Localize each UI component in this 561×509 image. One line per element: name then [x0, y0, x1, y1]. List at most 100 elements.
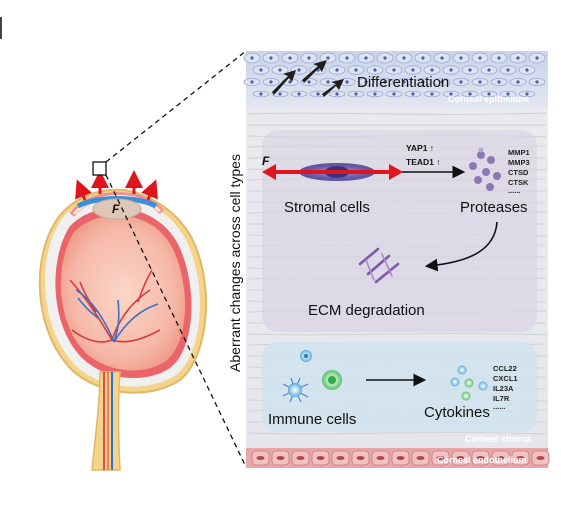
epithelial-nucleus: [487, 92, 491, 96]
eye-illustration: [38, 161, 207, 471]
immune-cells-label: Immune cells: [268, 411, 357, 428]
endothelium-cells: [251, 450, 550, 466]
epithelial-nucleus: [297, 92, 301, 96]
side-label: Aberrant changes across cell types: [227, 154, 243, 372]
stroma-fiber: [247, 432, 547, 435]
epithelial-nucleus: [278, 68, 282, 72]
epithelial-nucleus: [506, 92, 510, 96]
immune-cell-group: [282, 350, 342, 403]
endothelial-nucleus: [436, 456, 445, 460]
endothelial-nucleus: [356, 456, 365, 460]
epithelial-nucleus: [506, 68, 510, 72]
epithelial-nucleus: [297, 68, 301, 72]
protease-ctsk: CTSK: [508, 178, 529, 187]
epithelial-nucleus: [487, 68, 491, 72]
protease-molecules: [469, 147, 501, 191]
epithelial-nucleus: [459, 56, 463, 60]
epithelial-nucleus: [278, 92, 282, 96]
cytokines-label: Cytokines: [424, 404, 490, 421]
cytokine-more: ......: [493, 402, 506, 411]
cytokine-cxcl1: CXCL1: [493, 374, 518, 383]
epithelial-nucleus: [259, 92, 263, 96]
epithelial-nucleus: [525, 92, 529, 96]
epithelial-nucleus: [250, 80, 254, 84]
cytokine-il23a: IL23A: [493, 384, 514, 393]
signal-tead1: TEAD1 ↑: [406, 157, 441, 167]
epithelial-nucleus: [307, 56, 311, 60]
epithelium-layer-label: Corneal epithelium: [448, 94, 530, 104]
epithelial-nucleus: [535, 80, 539, 84]
epithelial-nucleus: [383, 80, 387, 84]
epithelial-nucleus: [392, 68, 396, 72]
epithelial-nucleus: [430, 92, 434, 96]
epithelial-nucleus: [497, 56, 501, 60]
epithelial-nucleus: [326, 80, 330, 84]
endothelial-nucleus: [396, 456, 405, 460]
signal-yap1: YAP1 ↑: [406, 143, 435, 153]
epithelial-nucleus: [478, 80, 482, 84]
epithelial-nucleus: [354, 92, 358, 96]
endothelial-nucleus: [336, 456, 345, 460]
epithelial-nucleus: [402, 56, 406, 60]
epithelial-nucleus: [345, 56, 349, 60]
proteases-label: Proteases: [460, 199, 528, 216]
ecm-fragments: [358, 247, 400, 284]
epithelial-nucleus: [497, 80, 501, 84]
cytokine-ccl22: CCL22: [493, 364, 517, 373]
endothelial-nucleus: [416, 456, 425, 460]
epithelial-nucleus: [516, 56, 520, 60]
epithelial-nucleus: [316, 92, 320, 96]
eye-force-label: F: [112, 202, 120, 216]
epithelial-nucleus: [468, 68, 472, 72]
epithelial-nucleus: [459, 80, 463, 84]
zoom-line-top: [105, 50, 247, 163]
epithelial-nucleus: [535, 56, 539, 60]
epithelial-nucleus: [364, 80, 368, 84]
endothelial-nucleus: [516, 456, 525, 460]
endothelial-nucleus: [496, 456, 505, 460]
epithelial-nucleus: [411, 68, 415, 72]
epithelial-nucleus: [516, 80, 520, 84]
epithelial-nucleus: [392, 92, 396, 96]
epithelial-nucleus: [269, 56, 273, 60]
epithelial-nucleus: [440, 80, 444, 84]
epithelial-nucleus: [421, 80, 425, 84]
epithelial-nucleus: [345, 80, 349, 84]
stromal-force-label: F: [262, 154, 270, 168]
stromal-force-arrow: [262, 164, 403, 180]
epithelial-nucleus: [449, 68, 453, 72]
epithelial-nucleus: [402, 80, 406, 84]
cornea-panel: [243, 51, 550, 468]
epithelial-nucleus: [269, 80, 273, 84]
eye-force-arrows: [75, 170, 158, 201]
endothelial-nucleus: [456, 456, 465, 460]
epithelial-nucleus: [440, 56, 444, 60]
stroma-layer-label: Corneal stroma: [465, 434, 532, 444]
epithelial-nucleus: [364, 56, 368, 60]
endothelial-nucleus: [276, 456, 285, 460]
epithelial-nucleus: [307, 80, 311, 84]
endothelial-nucleus: [536, 456, 545, 460]
protease-ctsd: CTSD: [508, 168, 529, 177]
epithelial-nucleus: [335, 68, 339, 72]
epithelial-nucleus: [259, 68, 263, 72]
epithelial-nucleus: [449, 92, 453, 96]
ecm-degradation-label: ECM degradation: [308, 302, 425, 319]
endothelial-nucleus: [476, 456, 485, 460]
zoom-box: [92, 161, 107, 176]
endothelial-nucleus: [256, 456, 265, 460]
epithelial-nucleus: [373, 92, 377, 96]
epithelial-nucleus: [411, 92, 415, 96]
epithelial-nucleus: [525, 68, 529, 72]
stromal-cells-label: Stromal cells: [284, 199, 370, 216]
epithelial-nucleus: [430, 68, 434, 72]
cytokine-il7r: IL7R: [493, 394, 510, 403]
endothelial-nucleus: [316, 456, 325, 460]
epithelium-cells: [243, 52, 546, 98]
differentiation-label: Differentiation: [357, 74, 450, 91]
epithelial-nucleus: [373, 68, 377, 72]
epithelial-nucleus: [421, 56, 425, 60]
epithelial-nucleus: [288, 80, 292, 84]
stroma-fiber: [247, 112, 547, 115]
epithelial-nucleus: [335, 92, 339, 96]
